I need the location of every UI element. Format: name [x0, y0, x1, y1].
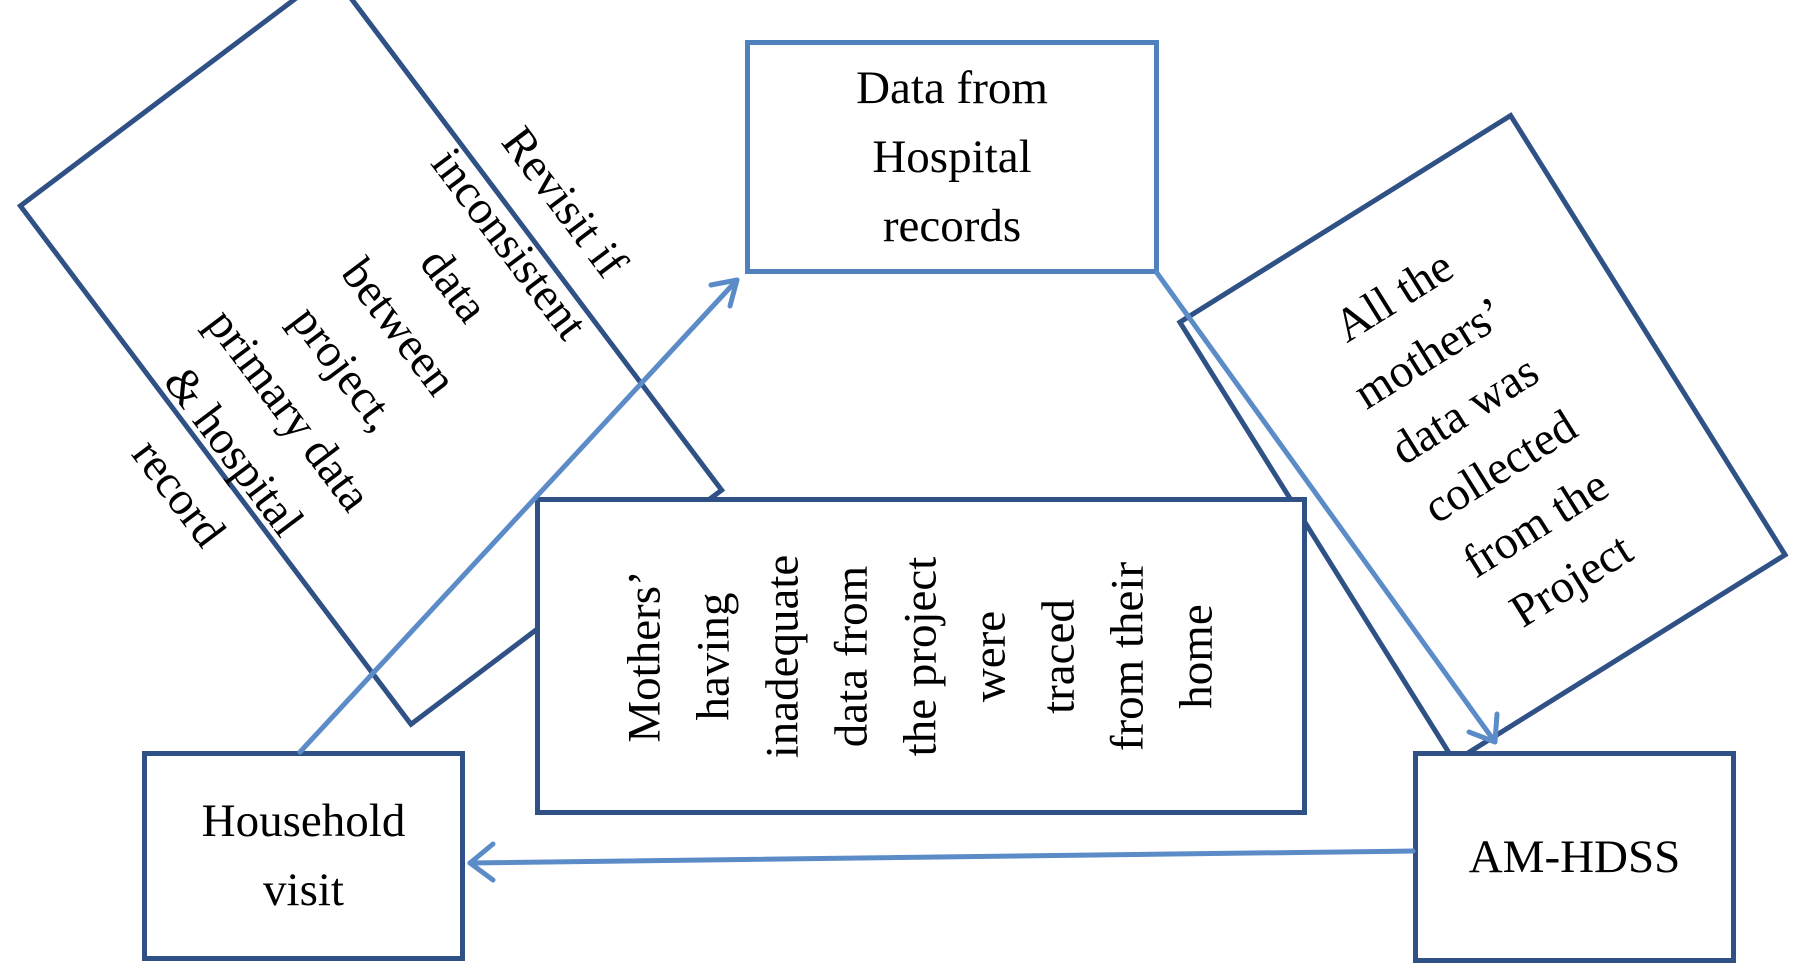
arrow-hospital-to-amhdss: [1154, 270, 1500, 745]
hospital-records-line-2: Hospital: [872, 130, 1032, 183]
hospital-records-box: Data from Hospital records: [745, 40, 1159, 274]
arrow-household-to-hospital: [297, 277, 740, 755]
household-visit-box: Household visit: [142, 751, 465, 961]
household-visit-line-1: Household: [201, 795, 406, 847]
am-hdss-box: AM-HDSS: [1413, 751, 1736, 963]
am-hdss-label: AM-HDSS: [1468, 830, 1681, 883]
hospital-records-line-1: Data from: [856, 61, 1048, 114]
hospital-records-line-3: records: [882, 199, 1022, 252]
arrow-amhdss-to-household: [467, 841, 1416, 883]
household-visit-line-2: visit: [263, 864, 344, 916]
traced-note-box: Mothers’ having inadequate data from the…: [535, 497, 1307, 815]
